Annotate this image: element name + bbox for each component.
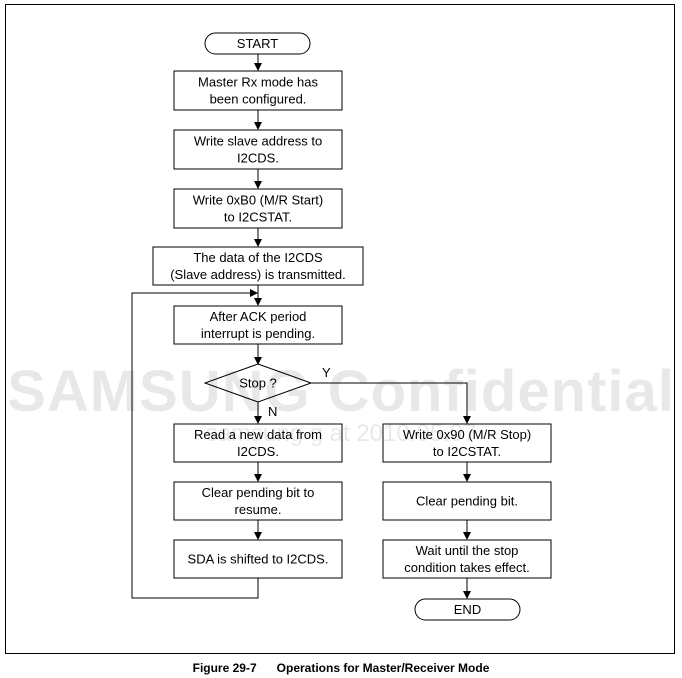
step-data-transmitted-text-line-2: (Slave address) is transmitted.: [170, 267, 346, 282]
step-sda-shift: [173, 539, 343, 579]
figure-caption: Figure 29-7 Operations for Master/Receiv…: [0, 661, 682, 675]
figure-title: Operations for Master/Receiver Mode: [276, 661, 490, 675]
step-write-0xb0: [173, 188, 343, 229]
step-clear-pending-bit: [382, 481, 552, 521]
step-write-0x90-text-line-1: Write 0x90 (M/R Stop): [403, 427, 531, 442]
step-write-0xb0-text-line-1: Write 0xB0 (M/R Start): [193, 193, 324, 208]
step-clear-pending-resume-text-line-2: resume.: [235, 502, 282, 517]
step-write-0x90-text-line-2: to I2CSTAT.: [433, 444, 501, 459]
step-read-data: [173, 423, 343, 463]
step-write-0xb0-text-line-2: to I2CSTAT.: [224, 210, 292, 225]
step-sda-shift-text-line-1: SDA is shifted to I2CDS.: [188, 552, 329, 567]
step-read-data-text-line-1: Read a new data from: [194, 427, 322, 442]
no-label: N: [268, 404, 277, 419]
decision-stop-text-line-1: Stop ?: [239, 376, 277, 391]
step-wait-stop: [382, 539, 552, 579]
step-write-slave-address: [173, 129, 343, 170]
start-terminal-text-line-1: START: [237, 36, 278, 51]
arrow-decision-yes: [311, 382, 471, 424]
step-clear-pending-resume-text-line-1: Clear pending bit to: [202, 485, 315, 500]
end-terminal-text-line-1: END: [454, 602, 481, 617]
step-master-rx-config-text-line-1: Master Rx mode has: [198, 75, 318, 90]
figure-number: Figure 29-7: [192, 661, 257, 675]
diagram-frame: [5, 4, 675, 654]
step-ack-period-text-line-2: interrupt is pending.: [201, 326, 315, 341]
watermark-title: SAMSUNG Confidential: [7, 359, 675, 424]
step-write-slave-address-text-line-1: Write slave address to: [194, 134, 322, 149]
step-ack-period-text-line-1: After ACK period: [210, 309, 307, 324]
step-wait-stop-text-line-1: Wait until the stop: [416, 543, 519, 558]
step-write-slave-address-text-line-2: I2CDS.: [237, 151, 279, 166]
step-ack-period: [173, 305, 343, 345]
step-clear-pending-resume: [173, 481, 343, 521]
step-master-rx-config: [173, 70, 343, 111]
step-wait-stop-text-line-2: condition takes effect.: [404, 560, 530, 575]
step-clear-pending-bit-text-line-1: Clear pending bit.: [416, 494, 518, 509]
end-terminal: [414, 598, 521, 621]
yes-label: Y: [322, 365, 331, 380]
watermark-subtitle: samsung g at 2010.05.07: [205, 420, 477, 447]
step-data-transmitted-text-line-1: The data of the I2CDS: [193, 250, 323, 265]
step-read-data-text-line-2: I2CDS.: [237, 444, 279, 459]
step-master-rx-config-text-line-2: been configured.: [210, 92, 307, 107]
